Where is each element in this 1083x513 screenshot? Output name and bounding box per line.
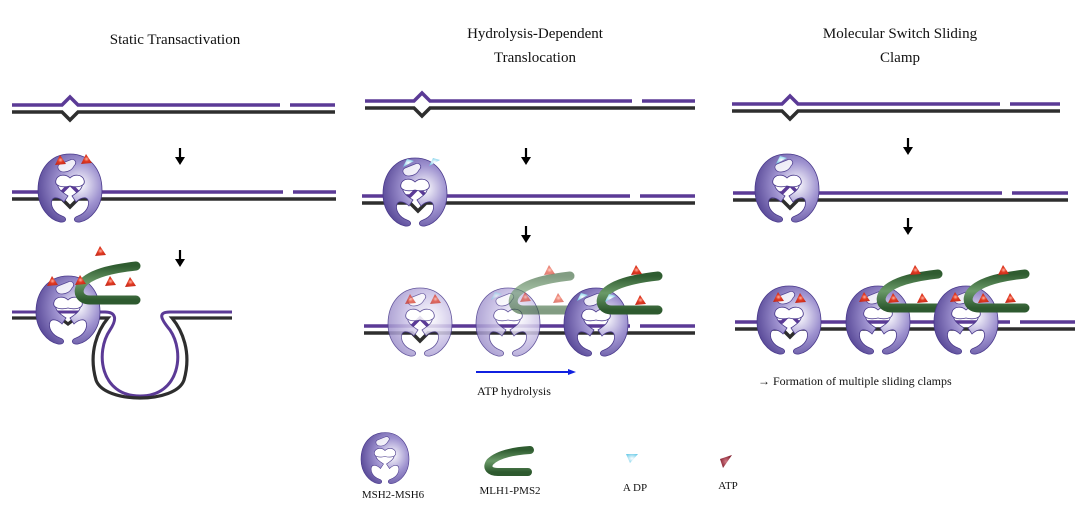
panel-title-switch: Molecular Switch Sliding Clamp <box>765 22 1035 70</box>
atp-icon <box>1005 293 1016 303</box>
atp-hydrolysis-caption: ATP hydrolysis <box>477 384 551 398</box>
panel-switch <box>732 93 1075 355</box>
dna-top-strand <box>732 93 1000 106</box>
dna-top-strand <box>12 94 280 107</box>
dna-loop-bottom-strand <box>12 316 232 400</box>
atp-icon <box>95 246 106 256</box>
panel-hydrolysis <box>362 90 695 375</box>
atp-icon <box>105 276 116 286</box>
caption-arrow: → <box>758 374 770 388</box>
dna-bottom-strand <box>732 109 1060 122</box>
dna-duplex <box>732 93 1060 122</box>
atp-icon <box>910 265 921 275</box>
atp-icon <box>125 277 136 287</box>
legend-label-mlh1-pms2: MLH1-PMS2 <box>479 485 541 497</box>
arrow-head <box>903 227 913 235</box>
dna-duplex <box>12 94 335 123</box>
arrow-head <box>568 369 576 375</box>
step-arrow-icon <box>175 250 185 267</box>
dna-top-strand <box>365 90 632 103</box>
caption-text: Formation of multiple sliding clamps <box>773 374 952 388</box>
panel-static <box>12 94 336 400</box>
msh2-msh6-clamp <box>563 287 629 357</box>
msh2-msh6-clamp <box>756 285 822 355</box>
msh2-msh6-clamp <box>475 287 541 357</box>
panel-title-static: Static Transactivation <box>40 28 310 52</box>
step-arrow-icon <box>521 226 531 243</box>
step-arrow-icon <box>521 148 531 165</box>
legend-label-msh2-msh6: MSH2-MSH6 <box>361 489 425 501</box>
title-line: Translocation <box>494 50 576 66</box>
title-line: Clamp <box>880 50 920 66</box>
legend-label-adp: A DP <box>622 482 648 494</box>
arrow-head <box>521 235 531 243</box>
dna-bottom-strand <box>12 197 336 210</box>
atp-icon <box>720 455 732 468</box>
title-line: Hydrolysis-Dependent <box>467 26 603 42</box>
atp-hydrolysis-arrow <box>476 369 576 375</box>
arrow-head <box>175 157 185 165</box>
title-line: Static Transactivation <box>109 32 241 48</box>
msh2-msh6-icon <box>360 432 410 484</box>
step-arrow-icon <box>903 138 913 155</box>
dna-duplex <box>365 90 695 119</box>
mlh1-pms2-icon <box>484 446 534 476</box>
msh2-msh6-clamp <box>35 275 101 345</box>
dna-bottom-strand <box>362 201 695 214</box>
sliding-clamps-caption: → Formation of multiple sliding clamps <box>758 374 952 389</box>
arrow-head <box>175 259 185 267</box>
dna-bottom-strand <box>365 106 695 119</box>
adp-icon <box>626 454 638 463</box>
atp-icon <box>544 265 555 275</box>
step-arrow-icon <box>175 148 185 165</box>
title-line: Molecular Switch Sliding <box>822 26 978 42</box>
atp-icon <box>631 265 642 275</box>
atp-icon <box>553 293 564 303</box>
panel-title-hydrolysis: Hydrolysis-Dependent Translocation <box>400 22 670 70</box>
arrow-head <box>903 147 913 155</box>
atp-icon <box>917 293 928 303</box>
msh2-msh6-clamp <box>387 287 453 357</box>
dna-bottom-strand <box>12 110 335 123</box>
step-arrow-icon <box>903 218 913 235</box>
dna-bottom-strand <box>733 198 1068 211</box>
atp-icon <box>635 295 646 305</box>
atp-icon <box>998 265 1009 275</box>
dna-loop-top-strand <box>12 310 232 398</box>
dna-loop <box>12 310 232 400</box>
legend <box>360 432 732 484</box>
msh2-msh6-clamp <box>37 153 103 223</box>
legend-label-atp: ATP <box>718 480 738 492</box>
arrow-head <box>521 157 531 165</box>
